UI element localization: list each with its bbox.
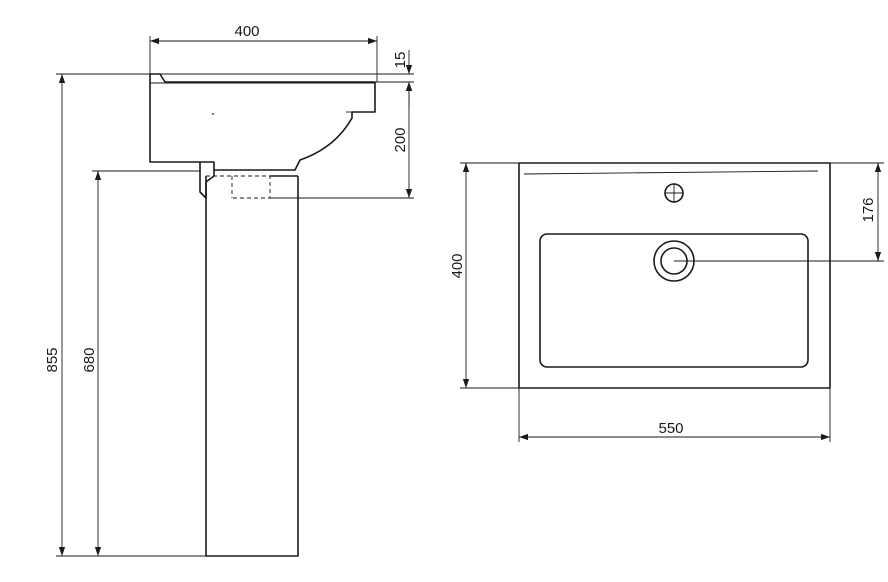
dim-basin-height: 200 <box>392 127 409 152</box>
dim-tap-offset: 176 <box>860 197 877 222</box>
side-view-dimensions: 400 15 200 855 680 <box>44 23 414 557</box>
basin-bowl <box>539 233 809 368</box>
pedestal-side <box>205 175 299 557</box>
top-view-dimensions: 400 550 176 <box>449 162 884 442</box>
hidden-trap <box>206 175 271 199</box>
dim-pedestal-height: 680 <box>81 347 98 372</box>
side-view <box>149 73 376 557</box>
tap-hole-icon <box>664 183 684 203</box>
basin-side-outline <box>149 73 376 171</box>
dim-side-width: 400 <box>234 23 259 40</box>
basin-top-outline <box>518 162 831 389</box>
dim-total-height: 855 <box>44 347 61 372</box>
dim-front-width: 550 <box>658 420 683 437</box>
dim-rim-thickness: 15 <box>392 52 409 69</box>
top-view <box>518 162 831 389</box>
waste-trap <box>199 162 215 199</box>
dim-front-depth: 400 <box>449 253 466 278</box>
